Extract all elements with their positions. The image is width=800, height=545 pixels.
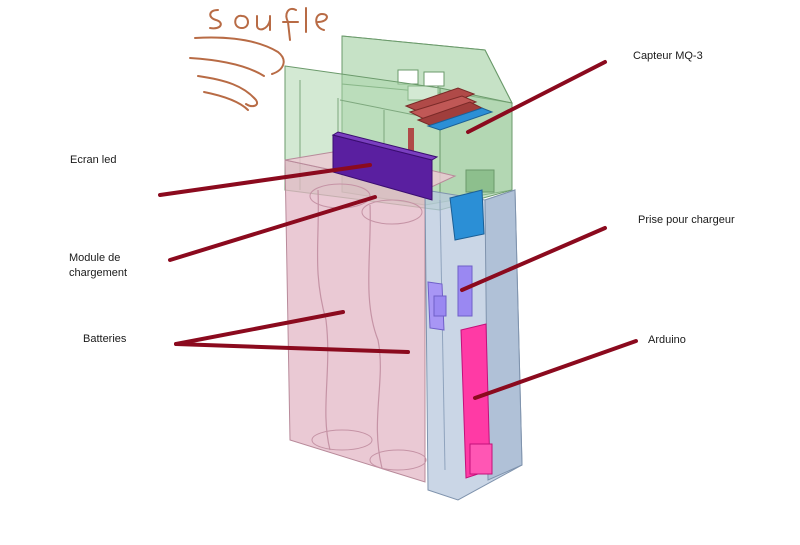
leader-arduino: [473, 339, 638, 400]
leader-lines: [158, 60, 638, 400]
leader-batteries-2: [174, 342, 410, 354]
label-module: Module de chargement: [69, 252, 128, 279]
leader-capteur: [466, 60, 607, 134]
leader-module: [168, 195, 377, 262]
arduino-board: [460, 323, 493, 479]
label-ecran: Ecran led: [70, 154, 117, 166]
charger-port: [427, 265, 473, 331]
mq3-sensor: [404, 87, 495, 193]
leader-ecran: [158, 163, 372, 197]
label-prise: Prise pour chargeur: [638, 214, 735, 226]
label-batteries: Batteries: [83, 333, 127, 345]
leader-batteries-1: [174, 310, 345, 346]
label-arduino: Arduino: [648, 334, 686, 346]
label-capteur: Capteur MQ-3: [633, 50, 703, 62]
breath-scribble: [189, 7, 328, 111]
led-screen: [331, 131, 439, 201]
leader-prise: [460, 226, 607, 292]
